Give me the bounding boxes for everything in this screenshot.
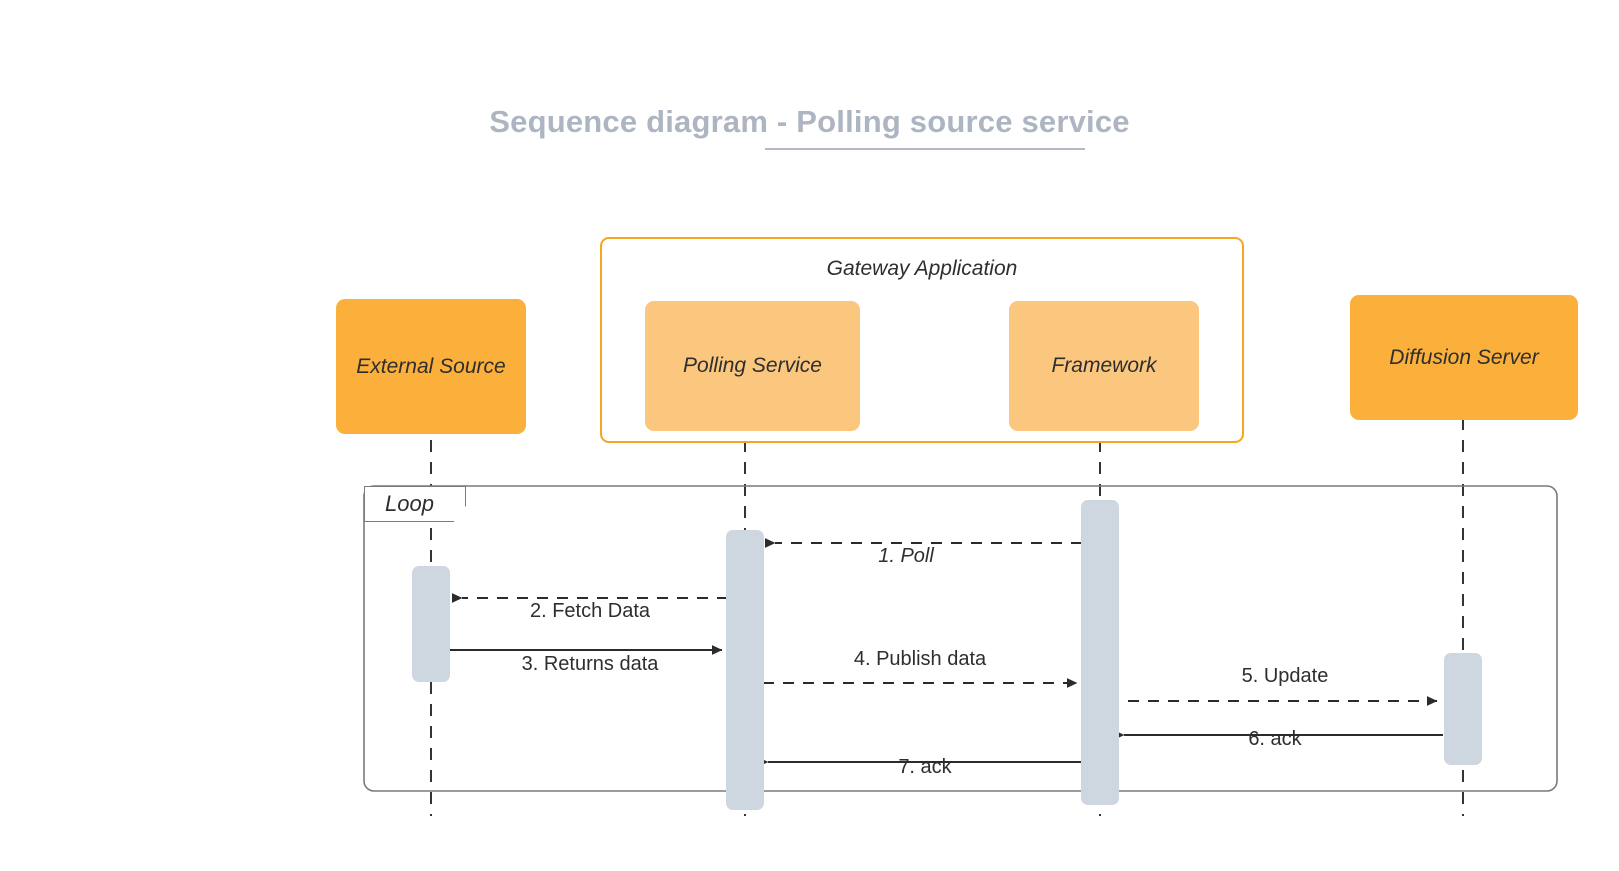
- message-label-3: 3. Returns data: [521, 653, 659, 675]
- message-label-2: 2. Fetch Data: [529, 600, 651, 622]
- actor-label: Framework: [1051, 354, 1157, 377]
- loop-fragment-label: Loop: [385, 491, 434, 516]
- actor-framework[interactable]: Framework: [1009, 301, 1199, 431]
- loop-fragment-tab: [364, 486, 466, 522]
- activation-external-source: [412, 566, 450, 682]
- message-label-5: 5. Update: [1241, 665, 1329, 687]
- message-label-7: 7. ack: [898, 756, 952, 778]
- title-underline: [765, 148, 1085, 150]
- activation-diffusion-server: [1444, 653, 1482, 765]
- activation-framework: [1081, 500, 1119, 805]
- loop-frame: [363, 485, 1558, 792]
- message-label-1: 1. Poll: [878, 545, 934, 567]
- actor-label: Diffusion Server: [1389, 345, 1539, 369]
- actor-diffusion-server[interactable]: Diffusion Server: [1350, 295, 1578, 420]
- group-label: Gateway Application: [826, 257, 1018, 280]
- page-title: Sequence diagram - Polling source servic…: [489, 104, 1130, 139]
- actor-polling-service[interactable]: Polling Service: [645, 301, 860, 431]
- actor-label: External Source: [356, 354, 506, 378]
- message-arrows: [449, 538, 1443, 767]
- actor-label: Polling Service: [683, 354, 822, 377]
- actor-external-source[interactable]: External Source: [336, 299, 526, 434]
- activation-polling-service: [726, 530, 764, 810]
- message-label-6: 6. ack: [1248, 728, 1302, 750]
- message-label-4: 4. Publish data: [853, 648, 987, 670]
